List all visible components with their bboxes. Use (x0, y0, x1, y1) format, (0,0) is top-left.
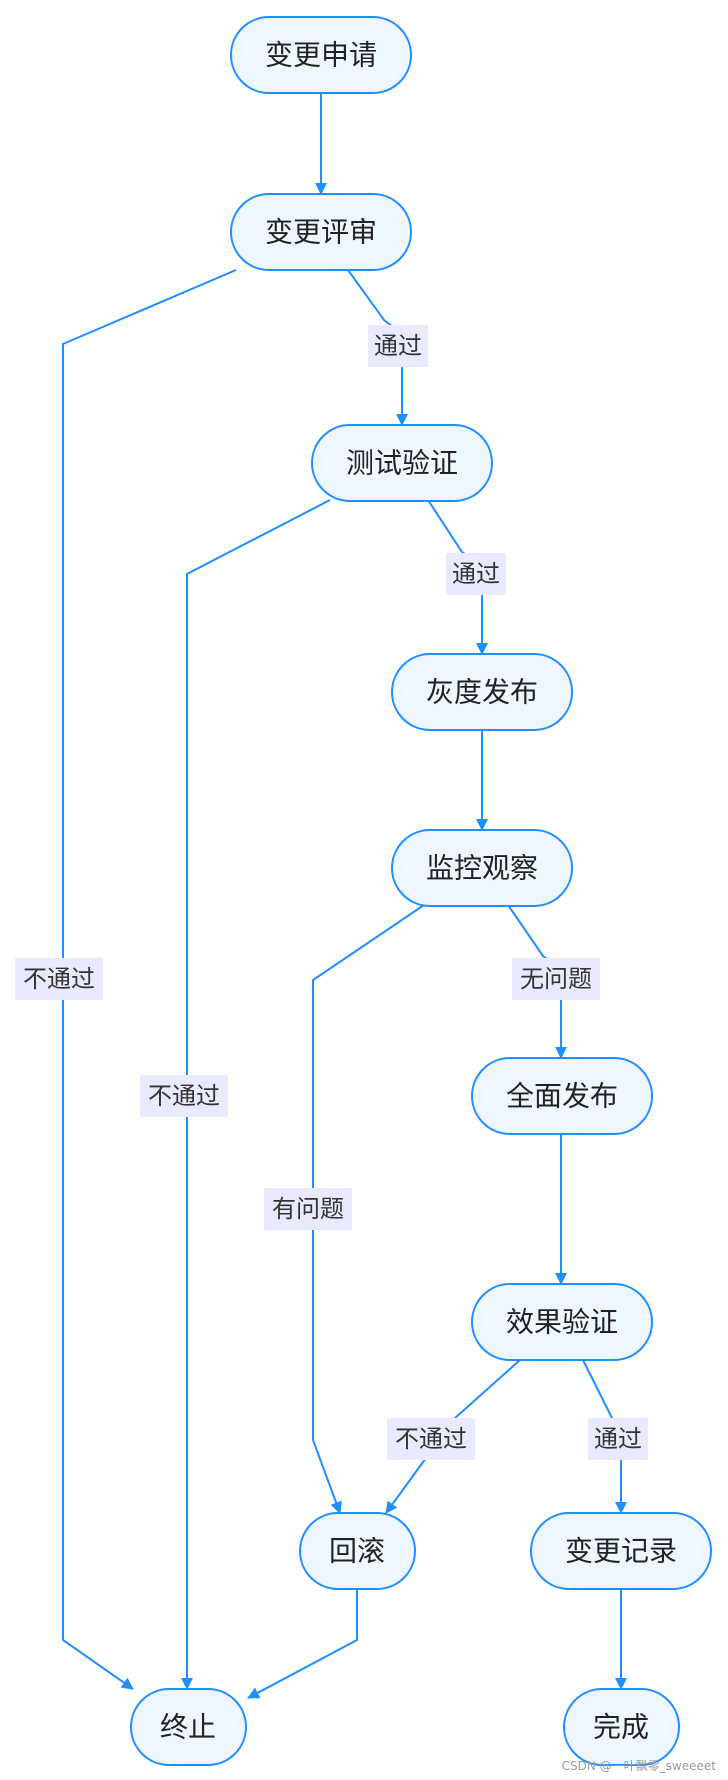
edge-label-review-terminate-text: 不通过 (23, 965, 95, 993)
node-complete-label: 完成 (593, 1711, 649, 1744)
edge-rollback-terminate (247, 1589, 358, 1699)
edge-label-test-gray-text: 通过 (452, 560, 500, 588)
node-full-release: 全面发布 (471, 1057, 653, 1135)
edge-label-review-test-text: 通过 (374, 332, 422, 360)
node-rollback: 回滚 (299, 1512, 416, 1590)
node-gray-release-label: 灰度发布 (426, 676, 538, 709)
edge-label-test-terminate: 不通过 (140, 1075, 228, 1117)
node-terminate: 终止 (130, 1688, 247, 1766)
edge-label-verify-rollback: 不通过 (387, 1418, 475, 1460)
node-effect-verify: 效果验证 (471, 1283, 653, 1361)
node-monitor-observe-label: 监控观察 (426, 852, 538, 885)
node-effect-verify-label: 效果验证 (506, 1306, 618, 1339)
node-full-release-label: 全面发布 (506, 1080, 618, 1113)
edge-test-terminate (181, 499, 331, 1690)
node-change-request-label: 变更申请 (265, 39, 377, 72)
nodes: 变更申请 变更评审 测试验证 灰度发布 监控观察 全面发布 效果验证 回滚 (130, 16, 712, 1766)
node-monitor-observe: 监控观察 (391, 829, 573, 907)
watermark: CSDN @一叶飘零_sweeeet (561, 1759, 716, 1773)
edge-label-monitor-rollback-text: 有问题 (272, 1195, 344, 1223)
edge-label-review-test: 通过 (368, 325, 428, 367)
node-change-review-label: 变更评审 (265, 216, 377, 249)
node-rollback-label: 回滚 (329, 1535, 385, 1568)
node-test-verify: 测试验证 (311, 424, 493, 502)
node-test-verify-label: 测试验证 (346, 447, 458, 480)
node-terminate-label: 终止 (160, 1711, 216, 1744)
node-complete: 完成 (563, 1688, 680, 1766)
edge-label-verify-rollback-text: 不通过 (395, 1425, 467, 1453)
node-change-review: 变更评审 (230, 193, 412, 271)
edge-label-review-terminate: 不通过 (15, 958, 103, 1000)
edge-label-monitor-rollback: 有问题 (264, 1188, 352, 1230)
edge-label-verify-record: 通过 (588, 1418, 648, 1460)
node-gray-release: 灰度发布 (391, 653, 573, 731)
node-change-record-label: 变更记录 (565, 1535, 677, 1568)
edge-label-monitor-full: 无问题 (512, 958, 600, 1000)
edge-label-monitor-full-text: 无问题 (520, 965, 592, 993)
edge-label-test-terminate-text: 不通过 (148, 1082, 220, 1110)
node-change-record: 变更记录 (530, 1512, 712, 1590)
edge-labels: 通过 不通过 通过 不通过 无问题 有问题 通过 不通过 (15, 325, 648, 1460)
node-change-request: 变更申请 (230, 16, 412, 94)
edge-label-verify-record-text: 通过 (594, 1425, 642, 1453)
edge-label-test-gray: 通过 (446, 553, 506, 595)
